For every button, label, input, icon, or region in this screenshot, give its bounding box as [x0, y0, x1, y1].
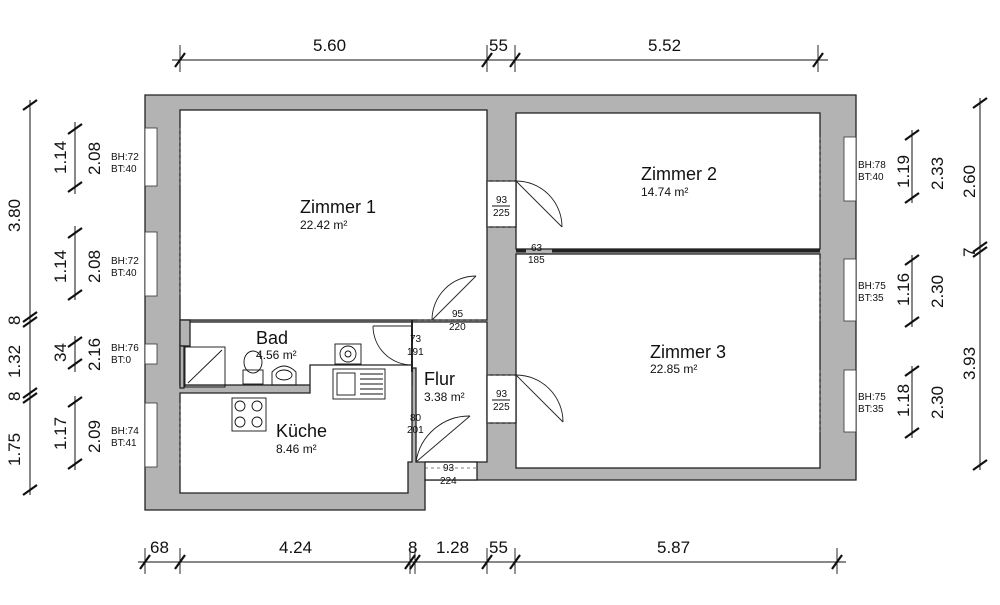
room-area-zimmer-2: 14.74 m² [641, 185, 688, 199]
window-left-2-bh: BH:72 [111, 256, 139, 267]
door-label-3-h: 220 [449, 322, 466, 333]
room-label-bad: Bad [256, 328, 288, 348]
door-label-2-h: 185 [528, 255, 545, 266]
door-label-6-w: 80 [410, 413, 422, 424]
room-area-bad: 4.56 m² [256, 348, 297, 362]
window-right-2 [843, 258, 857, 322]
dim-bottom-5: 55 [489, 538, 508, 557]
bad-wall-left [179, 345, 185, 389]
room-label-zimmer-1: Zimmer 1 [300, 197, 376, 217]
door-label-1-w: 93 [496, 195, 508, 206]
dim-top-1: 5.60 [313, 36, 346, 55]
door-zimmer-1 [418, 275, 485, 321]
door-label-5-h: 225 [493, 402, 510, 413]
dim-right-inner1-1: 1.19 [894, 155, 913, 188]
dim-left-inner1-1: 1.14 [51, 141, 70, 174]
window-left-2 [144, 231, 158, 297]
window-left-4-bh: BH:74 [111, 426, 139, 437]
dim-bottom-4: 1.28 [436, 538, 469, 557]
kitchen-sink [332, 368, 386, 400]
window-right-2-bt: BT:35 [858, 293, 884, 304]
dim-left-outer-4: 8 [5, 392, 24, 401]
door-label-4-h: 191 [407, 347, 424, 358]
stove [231, 397, 267, 432]
room-zimmer-2 [515, 112, 821, 250]
window-left-4 [144, 402, 158, 468]
window-left-3 [144, 343, 158, 365]
room-area-zimmer-3: 22.85 m² [650, 362, 697, 376]
dim-right-inner1-3: 1.18 [894, 384, 913, 417]
window-right-3 [843, 369, 857, 433]
door-label-4-w: 73 [410, 334, 422, 345]
dim-right-inner1-2: 1.16 [894, 273, 913, 306]
window-right-1-bh: BH:78 [858, 160, 886, 171]
dim-right-outer-2: 7 [960, 248, 979, 257]
window-left-3-bt: BT:0 [111, 355, 131, 366]
window-right-3-bh: BH:75 [858, 392, 886, 403]
sink [271, 365, 297, 386]
room-label-flur: Flur [424, 369, 455, 389]
dim-left-outer-1: 3.80 [5, 199, 24, 232]
door-zimmer-2 [486, 180, 563, 228]
dim-left-outer-2: 8 [5, 316, 24, 325]
dim-left-inner1-4: 1.17 [51, 417, 70, 450]
toilet [242, 350, 264, 385]
window-left-3-bh: BH:76 [111, 343, 139, 354]
door-entrance [424, 461, 478, 481]
window-left-1 [144, 127, 158, 187]
room-label-zimmer-2: Zimmer 2 [641, 164, 717, 184]
room-label-kueche: Küche [276, 421, 327, 441]
room-area-flur: 3.38 m² [424, 390, 465, 404]
window-right-3-bt: BT:35 [858, 404, 884, 415]
dim-bottom-6: 5.87 [657, 538, 690, 557]
window-left-2-bt: BT:40 [111, 268, 137, 279]
dim-left-inner2-4: 2.09 [85, 420, 104, 453]
dim-bottom-3: 8 [408, 538, 417, 557]
room-area-zimmer-1: 22.42 m² [300, 218, 347, 232]
door-kueche [415, 415, 471, 463]
dim-top-2: 55 [489, 36, 508, 55]
room-area-kueche: 8.46 m² [276, 442, 317, 456]
window-right-1-bt: BT:40 [858, 172, 884, 183]
dim-left-inner1-2: 1.14 [51, 250, 70, 283]
room-label-zimmer-3: Zimmer 3 [650, 342, 726, 362]
dim-left-outer-3: 1.32 [5, 345, 24, 378]
window-left-4-bt: BT:41 [111, 438, 137, 449]
door-label-3-w: 95 [452, 309, 464, 320]
room-zimmer-3 [515, 253, 821, 469]
dim-top-3: 5.52 [648, 36, 681, 55]
window-left-1-bt: BT:40 [111, 164, 137, 175]
dim-left-inner1-3: 34 [51, 343, 70, 362]
dim-right-inner2-3: 2.30 [928, 386, 947, 419]
dim-left-inner2-1: 2.08 [85, 142, 104, 175]
door-label-1-h: 225 [493, 208, 510, 219]
dim-right-inner2-2: 2.30 [928, 275, 947, 308]
dim-right-inner2-1: 2.33 [928, 157, 947, 190]
door-bad [372, 325, 413, 366]
door-label-5-w: 93 [496, 389, 508, 400]
dim-left-inner2-2: 2.08 [85, 250, 104, 283]
dim-right-outer-1: 2.60 [960, 165, 979, 198]
dim-right-outer-3: 3.93 [960, 347, 979, 380]
dim-bottom-2: 4.24 [279, 538, 312, 557]
dim-bottom-1: 68 [150, 538, 169, 557]
door-label-7-w: 93 [443, 463, 455, 474]
window-left-1-bh: BH:72 [111, 152, 139, 163]
window-right-2-bh: BH:75 [858, 281, 886, 292]
window-right-1 [843, 136, 857, 202]
dim-left-outer-5: 1.75 [5, 433, 24, 466]
shower [184, 346, 226, 388]
door-label-7-h: 224 [440, 476, 457, 487]
room-zimmer-1 [179, 109, 488, 321]
door-zimmer-3 [486, 374, 564, 424]
room-kueche [179, 364, 413, 494]
dim-left-inner2-3: 2.16 [85, 338, 104, 371]
bad-partition [179, 319, 191, 347]
door-label-6-h: 201 [407, 425, 424, 436]
washbasin [334, 343, 362, 365]
door-label-2-w: 63 [531, 243, 543, 254]
